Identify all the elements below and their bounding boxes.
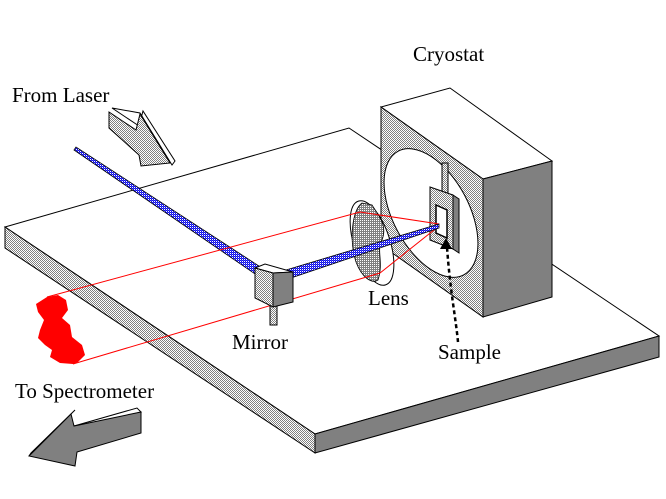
label-cryostat: Cryostat: [413, 42, 484, 66]
cryostat-side: [482, 160, 553, 318]
optical-table: [3, 127, 661, 454]
scattered-light-cone: [46, 211, 440, 365]
to-spectrometer-arrow-icon: [27, 407, 142, 467]
label-from-laser: From Laser: [12, 83, 109, 107]
from-laser-arrow-icon: [108, 107, 176, 167]
table-front-side: [314, 335, 660, 454]
scattered-ray-top: [46, 211, 440, 298]
sample-holder-side: [452, 194, 460, 254]
lens: [349, 200, 395, 286]
sample: [435, 203, 448, 240]
label-mirror: Mirror: [232, 330, 288, 354]
scattered-ray-bottom: [72, 225, 440, 365]
cryostat: [379, 87, 554, 318]
mirror: [253, 263, 294, 326]
lens-face: [351, 202, 385, 282]
mirror-right-face: [272, 271, 294, 308]
sample-pointer-arrow: [440, 238, 460, 343]
scattered-light-spot: [36, 295, 85, 364]
label-sample: Sample: [438, 340, 501, 364]
label-to-spectrometer: To Spectrometer: [15, 379, 154, 403]
label-lens: Lens: [368, 286, 409, 310]
